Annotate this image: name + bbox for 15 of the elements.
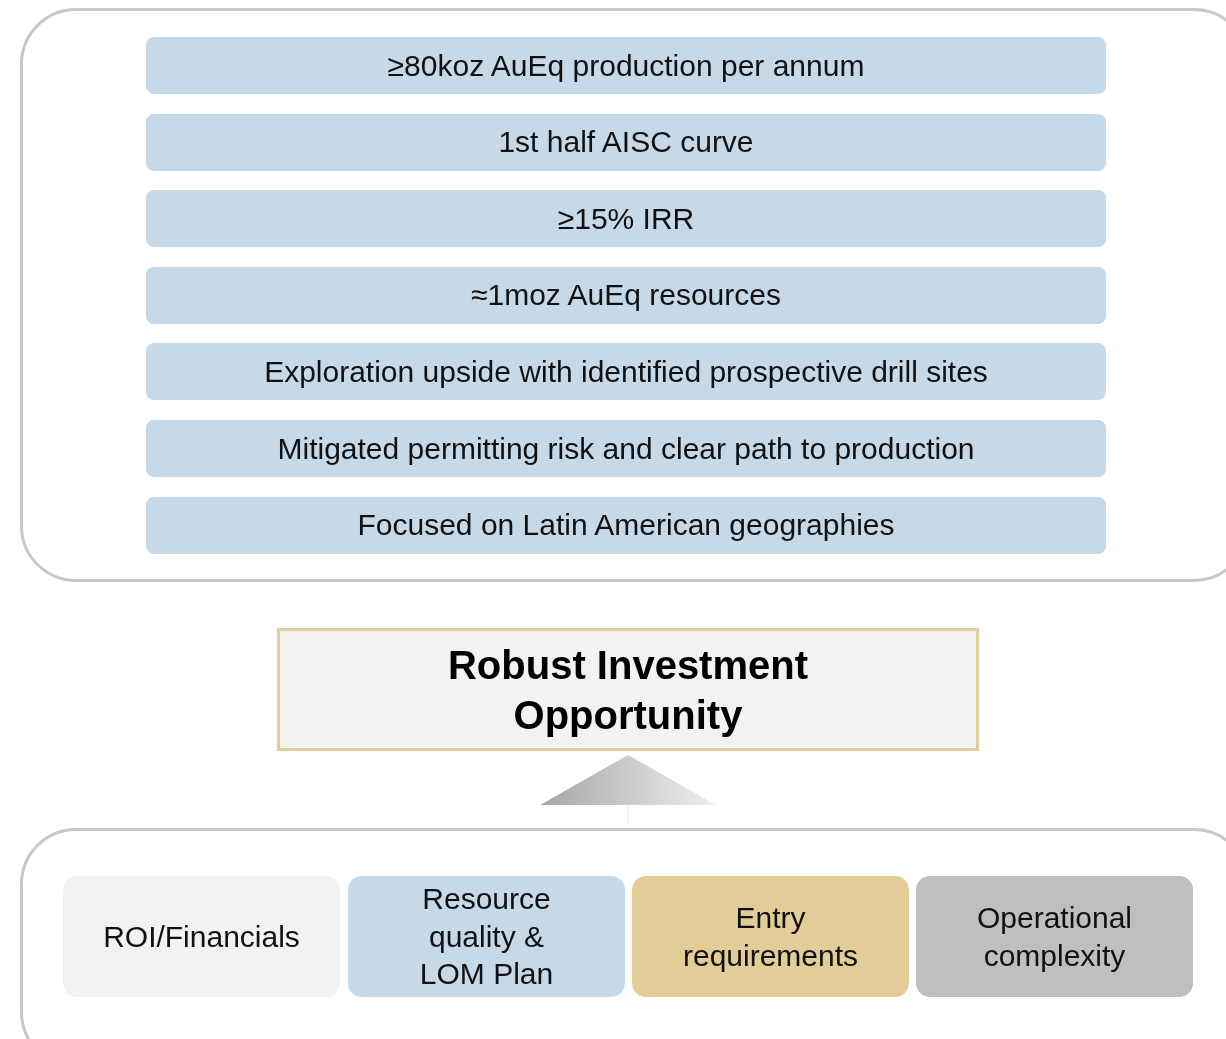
panel-background — [20, 8, 1226, 582]
category-card: Entry requirements — [632, 876, 909, 997]
criteria-bar: Exploration upside with identified prospective drill sites — [146, 343, 1106, 401]
category-card: Operational complexity — [916, 876, 1193, 997]
criteria-bar: ≥15% IRR — [146, 190, 1106, 248]
criteria-bar: Mitigated permitting risk and clear path to production — [146, 420, 1106, 477]
title-box: Robust Investment Opportunity — [277, 628, 979, 751]
arrow — [540, 755, 716, 825]
panel-background — [20, 828, 1226, 1039]
criteria-bar: ≥80koz AuEq production per annum — [146, 37, 1106, 94]
criteria-bar: Focused on Latin American geographies — [146, 496, 1106, 554]
criteria-bar: ≈1moz AuEq resources — [146, 266, 1106, 324]
category-card: Resource quality & LOM Plan — [348, 876, 625, 997]
category-card: ROI/Financials — [63, 876, 340, 997]
criteria-bar: 1st half AISC curve — [146, 113, 1106, 171]
